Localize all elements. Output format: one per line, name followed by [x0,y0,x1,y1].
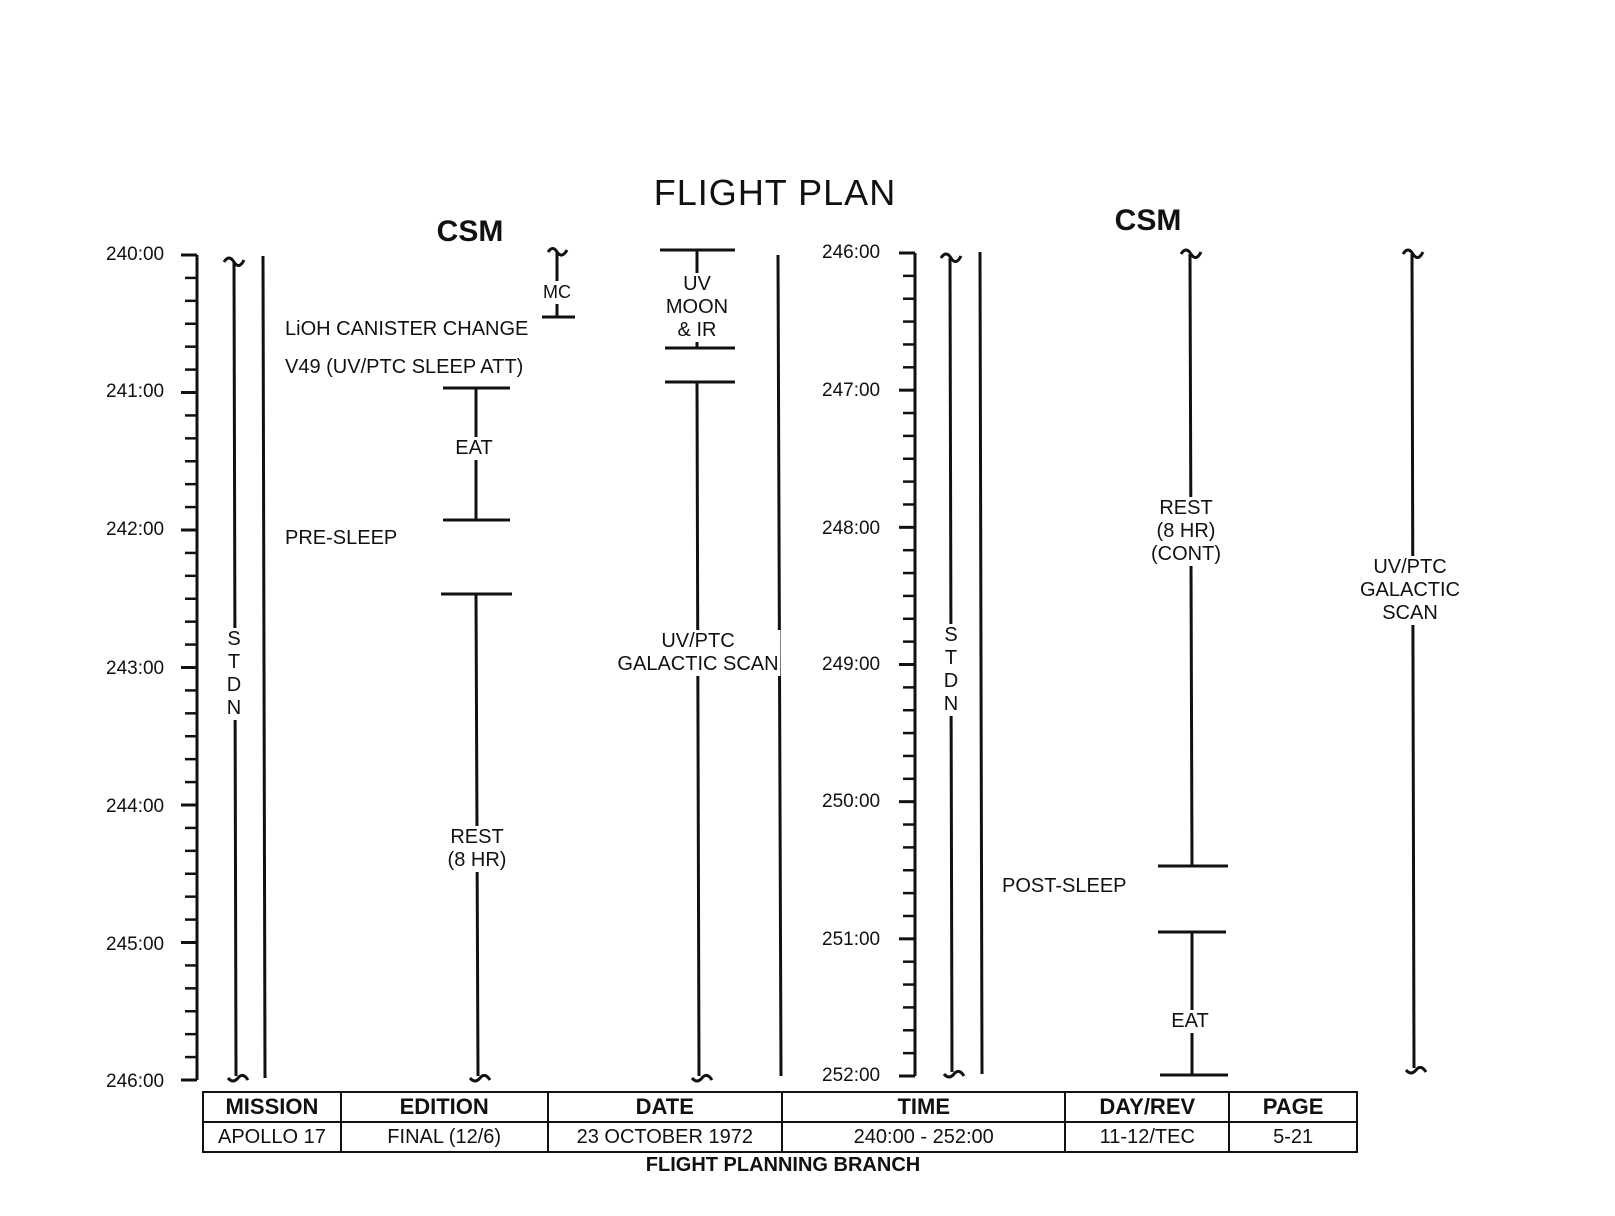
stdn-label: S T D N [224,628,244,720]
footer-info-table: MISSION EDITION DATE TIME DAY/REV PAGE A… [202,1091,1358,1153]
tilde-mark [1404,1065,1428,1075]
rest-text: REST [450,826,504,848]
galactic-line [695,381,701,1077]
time-label: 252:00 [822,1065,881,1086]
label-line: (CONT) [1151,543,1221,565]
label-line: SCAN [1382,602,1438,624]
tilde-mark [468,1073,492,1083]
galactic2-line [1410,253,1416,1069]
stdn-letter: S [944,624,958,646]
tilde-mark [942,1069,966,1079]
left-csm-header: CSM [436,215,504,248]
pre-sleep-label: PRE-SLEEP [285,527,398,549]
tilde-mark [222,256,246,267]
date-header: DATE [546,1091,784,1123]
page-header: PAGE [1228,1091,1358,1123]
stdn-letter: D [226,674,242,696]
label-line: GALACTIC SCAN [617,653,779,675]
label-line: REST [1159,497,1213,519]
tilde-mark [546,247,569,257]
time-label: 245:00 [106,934,165,955]
time-label: 243:00 [106,658,165,679]
rest-duration: (8 HR) [447,849,507,871]
time-axis-ticks [181,251,917,1082]
time-label: 241:00 [106,381,165,402]
time-label: 250:00 [822,791,881,812]
flight-planning-branch: FLIGHT PLANNING BRANCH [645,1154,921,1176]
label-line: (8 HR) [1156,520,1216,542]
time-label: 244:00 [106,796,165,817]
time-label: 246:00 [822,242,881,263]
time-label: 247:00 [822,380,881,401]
label-line: & IR [677,319,717,341]
stdn-letter: N [943,693,959,715]
label-line: MOON [665,296,729,318]
day-rev-header: DAY/REV [1064,1091,1231,1123]
stdn-label: S T D N [941,624,961,716]
post-sleep-label: POST-SLEEP [1002,875,1127,897]
rest-cont-label: REST (8 HR) (CONT) [1149,497,1223,566]
stdn-letter: T [944,647,958,669]
tilde-mark [939,252,963,263]
rest-label: REST (8 HR) [445,826,509,872]
mc-label: MC [541,281,573,304]
page-value: 5-21 [1228,1121,1358,1153]
day-rev-value: 11-12/TEC [1064,1121,1231,1153]
v49-sleep-att-label: V49 (UV/PTC SLEEP ATT) [285,356,524,378]
time-label: 248:00 [822,518,881,539]
time-label: 242:00 [106,519,165,540]
uv-moon-ir-label: UV MOON & IR [663,273,731,342]
lioh-canister-change-label: LiOH CANISTER CHANGE [285,318,529,340]
tilde-mark [226,1073,250,1083]
edition-header: EDITION [339,1091,549,1123]
time-label: 240:00 [106,244,165,265]
stdn-letter: S [227,628,241,650]
time-value: 240:00 - 252:00 [781,1121,1067,1153]
label-line: GALACTIC [1359,579,1461,601]
time-label: 249:00 [822,654,881,675]
tilde-mark [1179,248,1203,259]
time-label: 246:00 [106,1071,165,1092]
left-second-line [261,255,267,1079]
eat-label: EAT [453,437,495,460]
time-label: 251:00 [822,929,881,950]
mission-header: MISSION [202,1091,342,1123]
stdn-letter: N [226,697,242,719]
footer-header-row: MISSION EDITION DATE TIME DAY/REV PAGE [202,1091,1358,1123]
label-line: UV/PTC [661,630,735,652]
page-title: FLIGHT PLAN [653,172,897,213]
footer-value-row: APOLLO 17 FINAL (12/6) 23 OCTOBER 1972 2… [202,1121,1358,1153]
uv-ptc-galactic-scan-label: UV/PTC GALACTIC SCAN [1357,556,1463,625]
label-line: UV [683,273,711,295]
date-value: 23 OCTOBER 1972 [546,1121,784,1153]
edition-value: FINAL (12/6) [339,1121,549,1153]
right-csm-header: CSM [1114,204,1182,237]
time-header: TIME [781,1091,1067,1123]
tilde-mark [1401,248,1425,259]
stdn-letter: T [227,651,241,673]
mission-value: APOLLO 17 [202,1121,342,1153]
label-line: UV/PTC [1373,556,1447,578]
eat-label: EAT [1169,1010,1211,1033]
tilde-mark [690,1073,714,1083]
right-second-line [978,251,984,1075]
stdn-letter: D [943,670,959,692]
uv-ptc-galactic-scan-label: UV/PTC GALACTIC SCAN [615,630,781,676]
